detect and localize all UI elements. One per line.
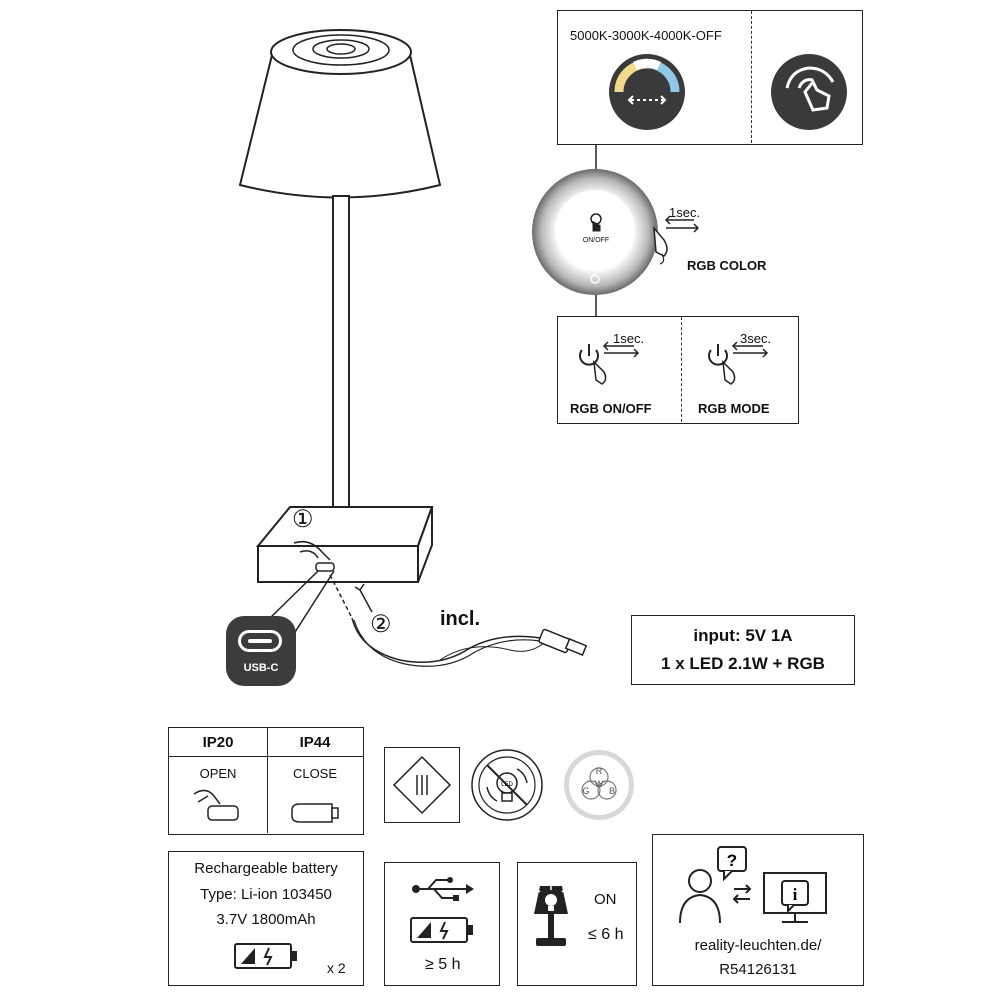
usb-icon (412, 877, 474, 901)
battery-type: Type: Li-ion 103450 (200, 886, 332, 903)
rgb-mode-power-icon (708, 341, 769, 385)
charging-time: ≥ 5 h (425, 956, 461, 973)
battery-icon (234, 943, 297, 969)
port-closed-icon (291, 803, 339, 823)
close-label: CLOSE (292, 766, 338, 781)
article-number: R54126131 (719, 961, 797, 978)
touch-ring (532, 169, 658, 295)
charging-battery-icon (410, 917, 473, 943)
color-temp-sequence: 5000K-3000K-4000K-OFF (570, 28, 722, 43)
runtime-box: ON ≤ 6 h (517, 862, 637, 986)
ring-hold-time: 1sec. (669, 205, 701, 220)
rgb-color-label: RGB COLOR (687, 258, 767, 273)
website-text: reality-leuchten.de/ (694, 937, 822, 954)
svg-text:i: i (793, 885, 798, 904)
runtime-time: ≤ 6 h (588, 926, 624, 943)
table-lamp-icon (534, 886, 568, 946)
battery-title: Rechargeable battery (194, 860, 338, 877)
rgb-on-off-time: 1sec. (613, 331, 645, 346)
ip20-header: IP20 (202, 734, 234, 751)
ip44-header: IP44 (299, 734, 331, 751)
rgbw-letter-w: W (595, 779, 604, 789)
specs-box: input: 5V 1A 1 x LED 2.1W + RGB (631, 615, 855, 685)
rgbw-letter-b: B (609, 786, 615, 796)
led-spec: 1 x LED 2.1W + RGB (661, 654, 825, 673)
protection-class-iii-icon (392, 755, 452, 815)
hold-arrows-icon (653, 215, 700, 265)
rgb-mode-label: RGB MODE (698, 401, 770, 416)
battery-quantity: x 2 (327, 960, 346, 976)
rgbw-letter-r: R (596, 766, 603, 776)
usb-c-icon: USB-C (226, 616, 296, 686)
input-spec: input: 5V 1A (693, 626, 793, 645)
rgbw-icon: R G W B (564, 750, 634, 820)
battery-capacity: 3.7V 1800mAh (216, 911, 316, 928)
cable-included-label: incl. (440, 608, 481, 630)
led-badge-text: LED (501, 782, 513, 788)
runtime-on-label: ON (594, 891, 617, 908)
open-label: OPEN (199, 766, 237, 781)
led-not-replaceable-icon: LED (471, 749, 543, 821)
rgb-mode-time: 3sec. (740, 331, 772, 346)
touch-hand-icon (771, 54, 847, 130)
ring-on-off-label: ON/OFF (582, 237, 610, 244)
step-1-marker: ① (292, 506, 314, 533)
rgbw-letter-g: G (582, 786, 589, 796)
rgb-on-off-power-icon (579, 341, 640, 385)
port-open-icon (193, 789, 239, 821)
usb-c-label: USB-C (243, 662, 279, 674)
step-2-marker: ② (370, 611, 392, 638)
customer-support-icon: ? i (679, 846, 827, 924)
svg-text:?: ? (727, 851, 737, 870)
rgb-on-off-label: RGB ON/OFF (570, 401, 652, 416)
color-temp-dial-icon (609, 54, 685, 130)
